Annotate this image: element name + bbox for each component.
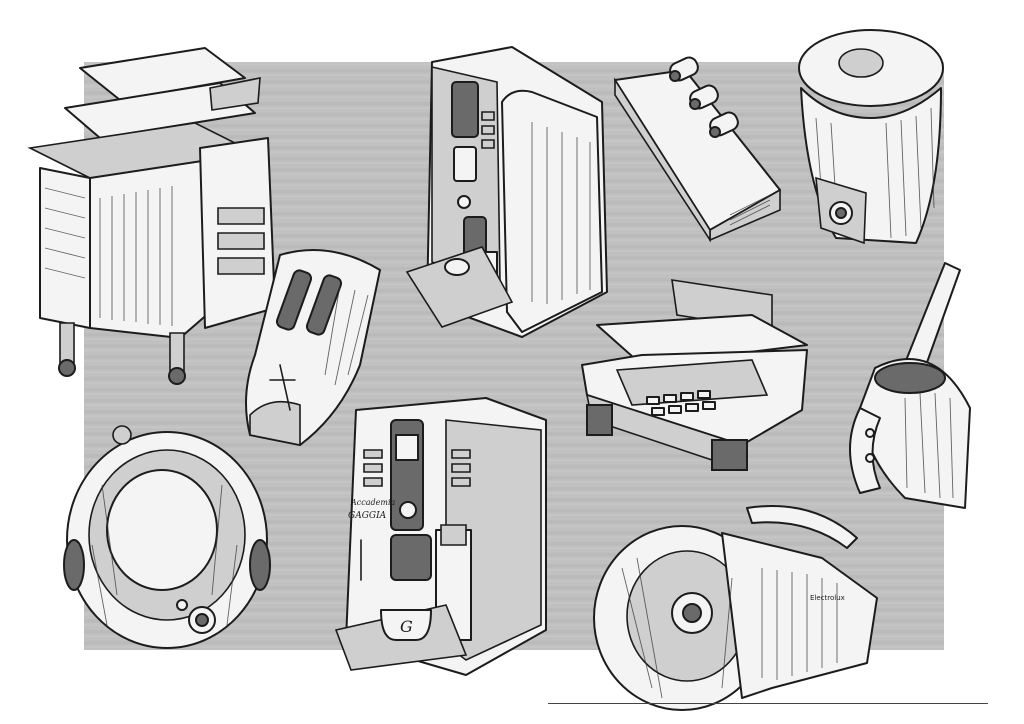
projector-bar-sketch (615, 50, 785, 240)
copier-sketch (30, 38, 280, 383)
handheld-vacuum-sketch (845, 258, 980, 523)
fax-scanner-sketch (572, 275, 812, 475)
cylinder-appliance-sketch (796, 28, 946, 258)
cup-letter: G (400, 617, 413, 636)
espresso-brand-name: GAGGIA (348, 511, 387, 521)
round-appliance-sketch (62, 425, 272, 650)
espresso-machine-bottom-sketch: Accademia GAGGIA G (336, 390, 551, 680)
signature-line (548, 703, 988, 704)
keypad (647, 391, 715, 415)
espresso-brand-script: Accademia (350, 498, 396, 507)
canister-vacuum-sketch: Electrolux (592, 488, 882, 713)
vacuum-badge: Electrolux (810, 594, 845, 602)
toaster-sketch (240, 245, 390, 455)
camera-cylinders (668, 55, 741, 138)
espresso-machine-top-sketch (402, 42, 612, 342)
